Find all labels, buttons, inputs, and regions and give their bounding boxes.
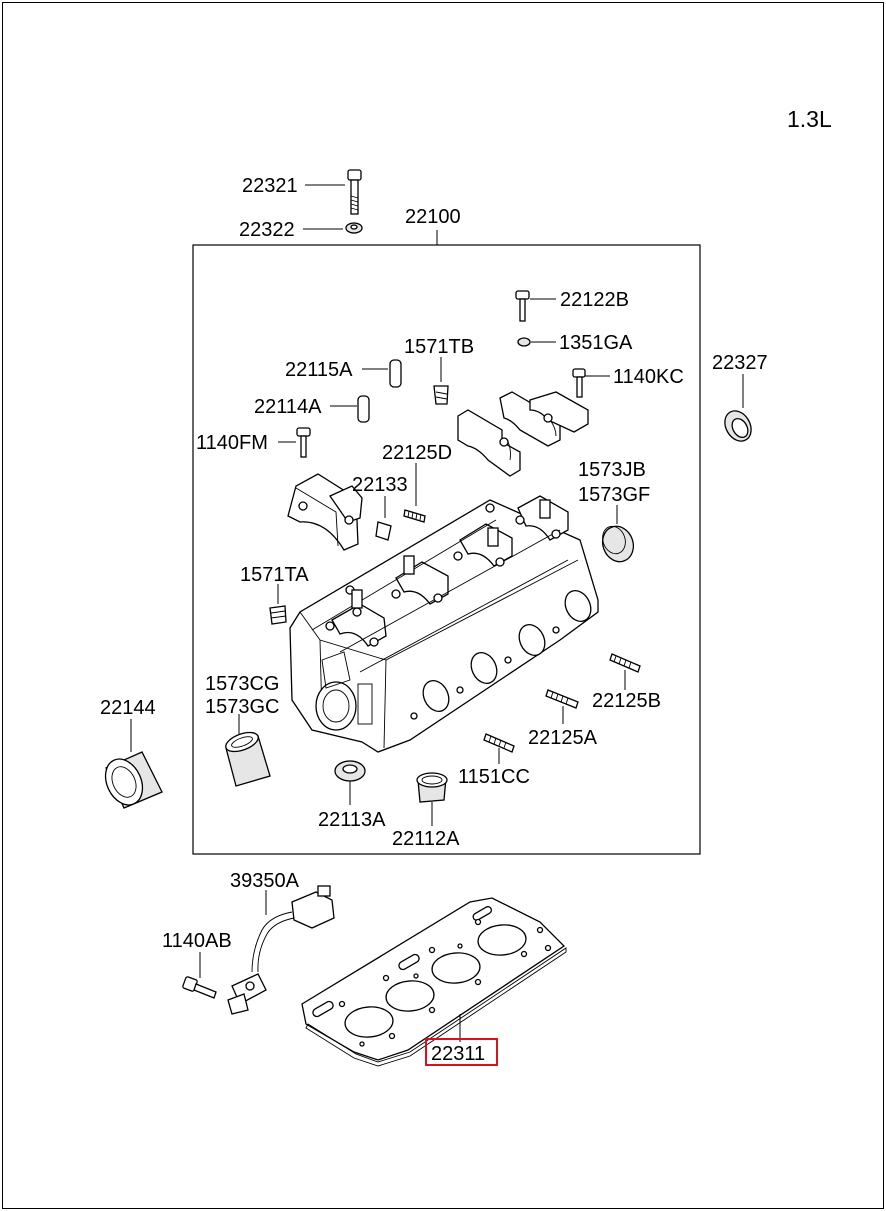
part-1140FM-bolt[interactable] bbox=[278, 427, 311, 458]
part-22114A-pin[interactable] bbox=[330, 395, 370, 423]
part-22322-washer[interactable] bbox=[303, 222, 363, 234]
label-22125B[interactable]: 22125B bbox=[592, 690, 661, 712]
part-bearing-cap-lower bbox=[287, 473, 363, 551]
part-1573JB-plug[interactable] bbox=[598, 505, 639, 566]
label-1573CG[interactable]: 1573CG bbox=[205, 673, 280, 695]
part-bearing-cap-upper bbox=[457, 391, 589, 477]
part-1573CG-sleeve[interactable] bbox=[223, 714, 271, 787]
label-1140KC[interactable]: 1140KC bbox=[613, 366, 684, 388]
part-1571TB-plug[interactable] bbox=[433, 357, 449, 405]
label-1573GC[interactable]: 1573GC bbox=[205, 696, 280, 718]
label-22322[interactable]: 22322 bbox=[239, 219, 295, 241]
label-22114A[interactable]: 22114A bbox=[254, 396, 322, 418]
part-22122B-bolt[interactable] bbox=[515, 290, 556, 322]
label-1571TB[interactable]: 1571TB bbox=[404, 336, 474, 358]
assembly-box-22100 bbox=[192, 244, 701, 855]
label-22122B[interactable]: 22122B bbox=[560, 289, 629, 311]
part-22327-seal[interactable] bbox=[720, 374, 757, 446]
label-22311[interactable]: 22311 bbox=[431, 1043, 485, 1065]
label-22321[interactable]: 22321 bbox=[242, 175, 298, 197]
part-1140AB-bolt[interactable] bbox=[182, 952, 217, 999]
label-22125D[interactable]: 22125D bbox=[382, 442, 452, 464]
part-22112A-sleeve[interactable] bbox=[416, 772, 448, 826]
part-1151CC-stud[interactable] bbox=[483, 733, 515, 764]
part-22113A-washer[interactable] bbox=[334, 760, 366, 805]
part-22125A-stud[interactable] bbox=[545, 689, 579, 724]
part-1351GA-nut[interactable] bbox=[517, 337, 556, 347]
label-1571TA[interactable]: 1571TA bbox=[240, 564, 309, 586]
part-1140KC-bolt[interactable] bbox=[572, 368, 610, 398]
label-1573JB[interactable]: 1573JB bbox=[578, 459, 646, 481]
part-1571TA-plug[interactable] bbox=[269, 584, 287, 625]
label-22113A[interactable]: 22113A bbox=[318, 809, 386, 831]
engine-label: 1.3L bbox=[787, 106, 832, 132]
label-22100[interactable]: 22100 bbox=[405, 206, 461, 228]
label-22133[interactable]: 22133 bbox=[352, 474, 408, 496]
label-22144[interactable]: 22144 bbox=[100, 697, 156, 719]
part-22321-bolt[interactable] bbox=[305, 169, 362, 215]
part-22115A-pin[interactable] bbox=[362, 359, 402, 388]
label-22115A[interactable]: 22115A bbox=[285, 359, 353, 381]
label-22112A[interactable]: 22112A bbox=[392, 828, 460, 850]
part-39350A-sensor[interactable] bbox=[227, 885, 335, 1015]
part-22311-head-gasket[interactable] bbox=[301, 897, 567, 1067]
label-22327[interactable]: 22327 bbox=[712, 352, 768, 374]
part-22144-seal[interactable] bbox=[98, 719, 163, 811]
part-22133-pin[interactable] bbox=[375, 496, 392, 541]
highlight-box-22311 bbox=[425, 1038, 498, 1066]
label-1151CC[interactable]: 1151CC bbox=[458, 766, 530, 788]
label-39350A[interactable]: 39350A bbox=[230, 870, 300, 892]
label-22125A[interactable]: 22125A bbox=[528, 727, 598, 749]
part-22100-cylinder-head[interactable] bbox=[289, 495, 599, 753]
part-22125D-stud[interactable] bbox=[403, 463, 426, 523]
label-1140AB[interactable]: 1140AB bbox=[162, 930, 232, 952]
label-1351GA[interactable]: 1351GA bbox=[559, 332, 633, 354]
label-1140FM[interactable]: 1140FM bbox=[196, 432, 268, 454]
part-22125B-stud[interactable] bbox=[609, 653, 641, 690]
label-1573GF[interactable]: 1573GF bbox=[578, 484, 650, 506]
